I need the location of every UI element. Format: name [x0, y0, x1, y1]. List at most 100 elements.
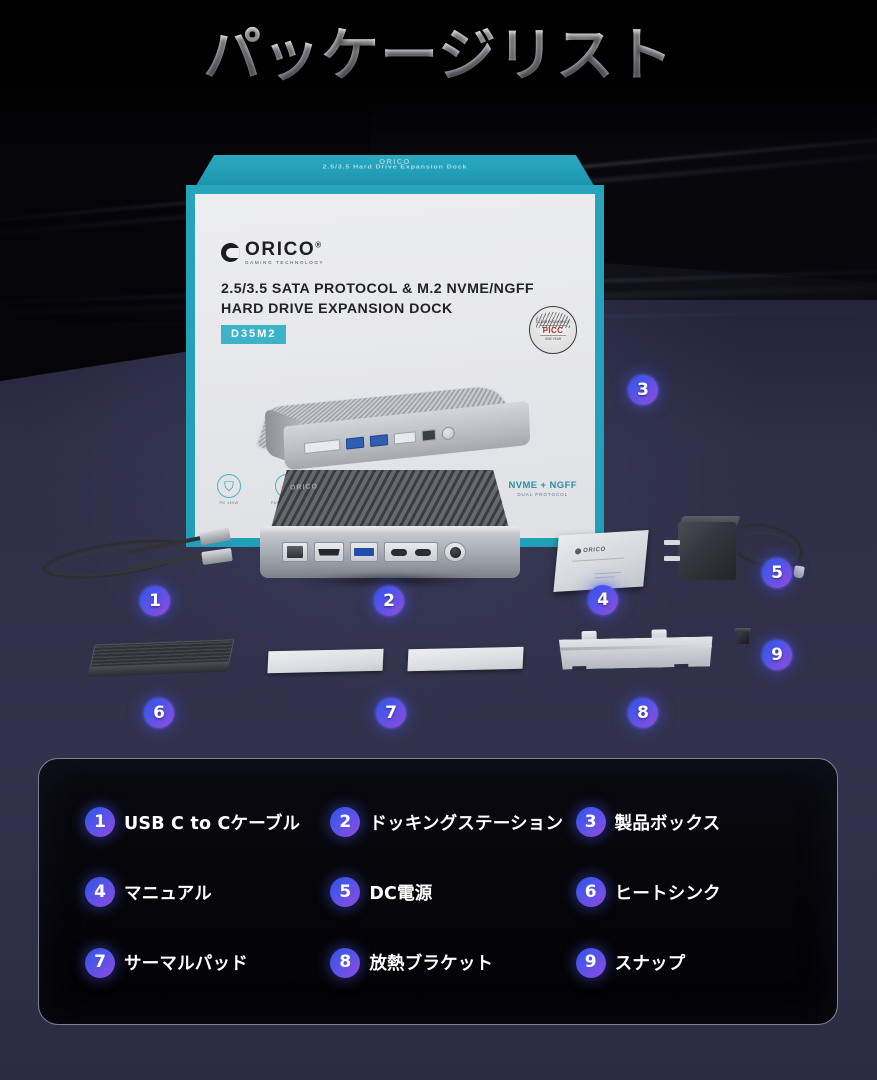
feature-badge-pd: ⛉ PD 140W [217, 474, 241, 505]
legend-badge-8: 8 [330, 947, 361, 978]
manual-text-line [594, 576, 615, 579]
dock-top-lid [270, 470, 510, 532]
legend-item-4: 4 マニュアル [85, 857, 320, 927]
legend-label-2: ドッキングステーション [369, 813, 564, 834]
thermal-pad [407, 646, 524, 672]
manual-brand: ORICO [582, 546, 607, 555]
photo-badge-9: 9 [762, 640, 792, 670]
bracket-notch [674, 663, 689, 670]
photo-badge-7: 7 [376, 698, 406, 728]
legend-item-2: 2 ドッキングステーション [330, 787, 565, 857]
seal-arc-pattern [536, 312, 570, 328]
adapter-prong [664, 540, 680, 545]
product-box-lid-text: 2.5/3.5 Hard Drive Expansion Dock [322, 164, 468, 171]
photo-badge-5: 5 [762, 558, 792, 588]
rj45-port [282, 542, 308, 562]
dual-protocol-badge: NVME + NGFF DUAL PROTOCOL [508, 480, 577, 497]
render-tf-slot [393, 430, 417, 445]
dock-chassis-highlight [260, 526, 520, 534]
usb-a-port [350, 542, 378, 562]
orico-logo-icon [221, 243, 240, 263]
render-sd-slot [304, 438, 341, 454]
bracket-plate [556, 636, 717, 669]
seal-bottom-text: ONE YEAR [544, 336, 562, 341]
render-usb-a-port [345, 436, 365, 450]
product-box-lid: ORICO 2.5/3.5 Hard Drive Expansion Dock [194, 155, 596, 189]
dock-port-row [282, 538, 500, 566]
legend-badge-7: 7 [85, 947, 115, 978]
legend-badge-6: 6 [575, 877, 606, 908]
legend-badge-4: 4 [85, 877, 115, 908]
legend-item-3: 3 製品ボックス [575, 787, 811, 857]
legend-label-6: ヒートシンク [614, 883, 721, 904]
legend-badge-5: 5 [330, 877, 361, 908]
legend-item-6: 6 ヒートシンク [575, 857, 811, 927]
legend-item-1: 1 USB C to Cケーブル [85, 787, 320, 857]
dc-jack-icon [449, 546, 461, 558]
bracket-notch [572, 666, 587, 672]
legend-badge-2: 2 [330, 807, 361, 838]
manual-logo: ORICO [574, 546, 607, 555]
hdmi-plug-icon [318, 548, 340, 556]
hdmi-port [314, 542, 344, 562]
photo-badge-8: 8 [628, 698, 658, 728]
product-model-badge: D35M2 [221, 325, 287, 344]
usb-c-plug-icon [415, 548, 431, 556]
snap-cap [735, 628, 751, 633]
product-box-dock-render [245, 347, 549, 477]
photo-badge-2: 2 [374, 586, 404, 616]
manual-text-line [572, 557, 625, 563]
dc-power-port [444, 542, 466, 562]
usb-c-connector [201, 547, 233, 566]
thermal-pad [267, 648, 384, 674]
legend-badge-3: 3 [575, 807, 606, 838]
legend-item-7: 7 サーマルパッド [85, 928, 320, 998]
background-top-vignette [0, 0, 877, 150]
dock-drop-shadow [266, 574, 514, 590]
usb-a-plug-icon [354, 548, 374, 556]
heat-dissipation-bracket-photo [556, 626, 717, 677]
photo-badge-1: 1 [140, 586, 170, 616]
usb-c-ports [384, 542, 438, 562]
legend-item-8: 8 放熱ブラケット [330, 928, 565, 998]
shield-icon: ⛉ [217, 474, 241, 498]
picc-insurance-seal-icon: CLAIM INSURANCE PICC ONE YEAR [529, 306, 577, 354]
page-title: パッケージリスト [0, 22, 877, 89]
dual-protocol-title: NVME + NGFF [508, 480, 577, 491]
orico-logo-icon [574, 548, 582, 555]
legend-item-9: 9 スナップ [575, 928, 811, 998]
adapter-body [678, 522, 736, 580]
legend-label-1: USB C to Cケーブル [124, 813, 301, 834]
photo-badge-4: 4 [588, 585, 618, 615]
dock-lid-brand: ORICO [289, 483, 319, 492]
product-box-lid-brand: ORICO [379, 157, 411, 166]
adapter-dc-tip [793, 565, 805, 579]
snap-photo [735, 628, 751, 646]
photo-badge-6: 6 [144, 698, 174, 728]
usb-c-cable-photo [40, 527, 240, 590]
rj45-plug-icon [287, 546, 303, 558]
docking-station-photo: ORICO [260, 470, 520, 590]
legend-panel: 1 USB C to Cケーブル 2 ドッキングステーション 3 製品ボックス … [38, 758, 838, 1025]
legend-label-8: 放熱ブラケット [369, 954, 494, 975]
render-usb-c-port [421, 428, 436, 442]
legend-label-5: DC電源 [369, 883, 433, 904]
legend-label-7: サーマルパッド [124, 954, 248, 975]
snap-body [737, 632, 749, 644]
orico-logo: ORICO® GAMING TECHNOLOGY [221, 240, 324, 266]
legend-label-3: 製品ボックス [614, 813, 721, 834]
usb-c-connector [199, 527, 231, 546]
manual-photo: ORICO [553, 530, 649, 592]
usb-c-plug-icon [391, 548, 407, 556]
dc-power-adapter-photo [664, 514, 848, 594]
photo-badge-3: 3 [628, 375, 658, 405]
orico-logo-name: ORICO® [245, 239, 323, 260]
orico-logo-subtitle: GAMING TECHNOLOGY [245, 260, 325, 265]
dual-protocol-subtitle: DUAL PROTOCOL [517, 492, 569, 497]
heatsink-photo [87, 639, 235, 684]
legend-item-5: 5 DC電源 [330, 857, 565, 927]
legend-label-4: マニュアル [124, 883, 212, 904]
render-power-button-icon [441, 425, 455, 440]
manual-text-line [594, 571, 621, 575]
